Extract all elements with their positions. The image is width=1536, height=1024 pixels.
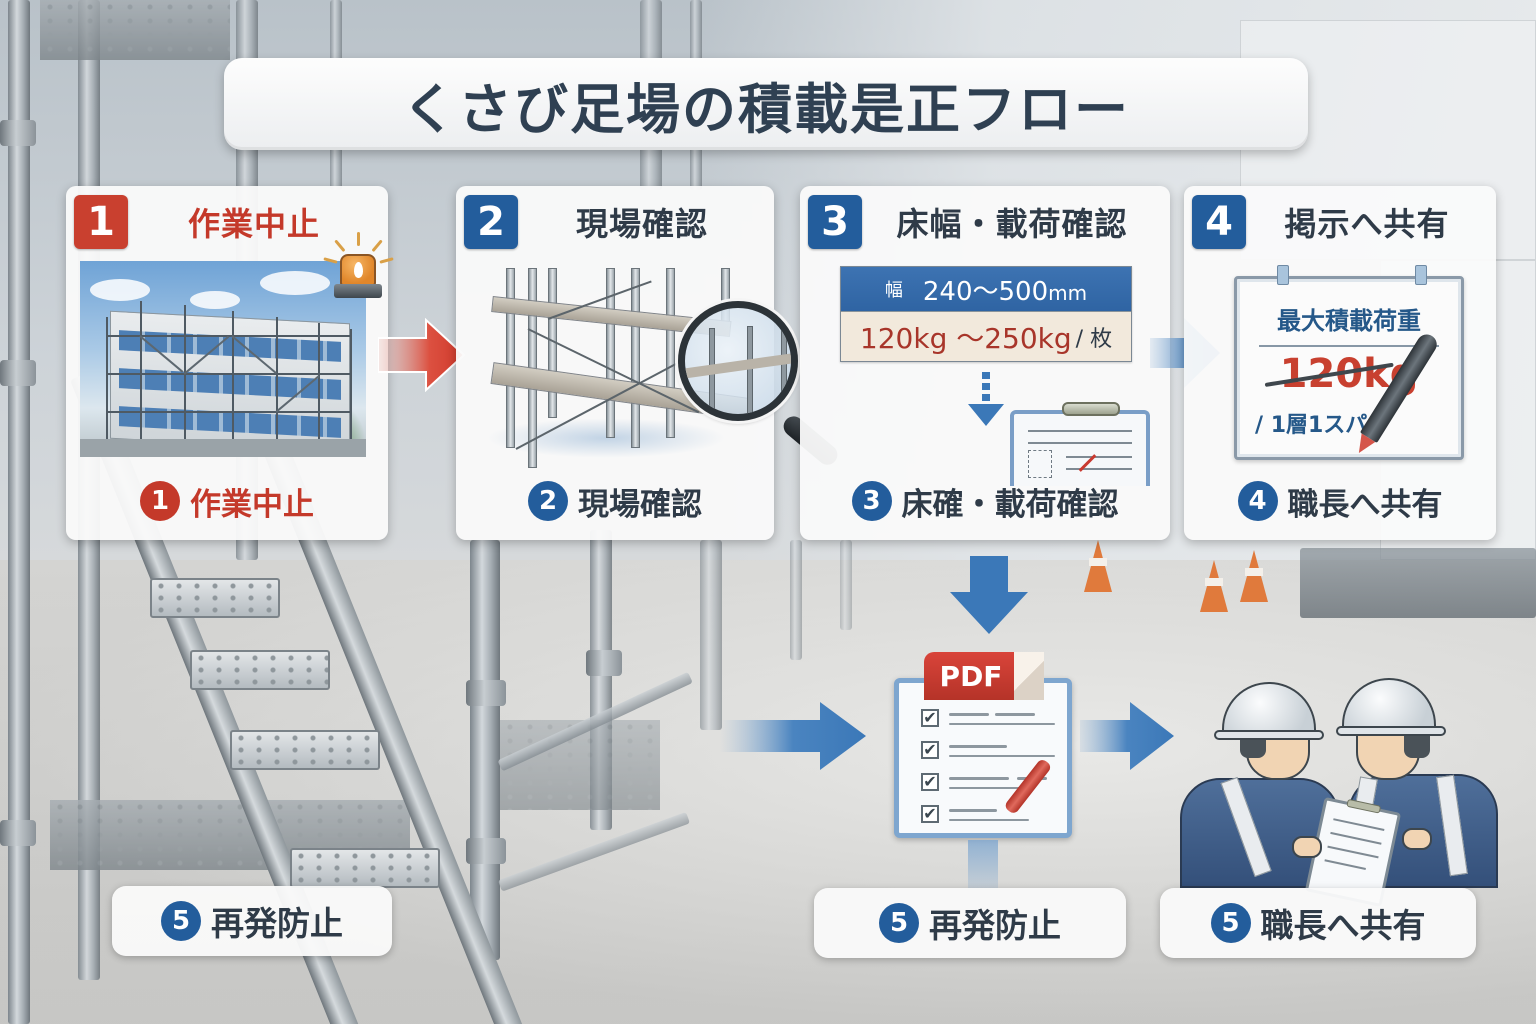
step-number-circle: 5: [161, 901, 201, 941]
title-banner: くさび足場の積載是正フロー: [224, 58, 1308, 150]
step-number-badge: 4: [1192, 195, 1246, 249]
width-value: 240〜500: [922, 276, 1049, 307]
stair-step: [150, 578, 280, 618]
bottom-label-text: 再発防止: [211, 904, 343, 943]
step-footer: 2 現場確認: [456, 476, 774, 526]
scaffold-coupler: [0, 120, 36, 146]
step-number-circle: 2: [528, 481, 568, 521]
step-number-badge: 2: [464, 195, 518, 249]
stair-step: [290, 848, 440, 888]
load-per-unit: / 枚: [1075, 326, 1113, 352]
scaffold-coupler: [466, 680, 506, 706]
scaffold-coupler: [586, 650, 622, 676]
width-unit: mm: [1048, 280, 1088, 305]
bottom-label-text: 再発防止: [929, 906, 1061, 945]
step-title: 作業中止: [187, 205, 320, 243]
step-footer-label: 作業中止: [190, 486, 314, 523]
scaffold-coupler: [0, 820, 36, 846]
page-title: くさび足場の積載是正フロー: [402, 77, 1130, 141]
scaffold-pole: [8, 0, 30, 1024]
arrow-right-icon: [1080, 702, 1174, 770]
checkbox-checked-icon: ✔: [921, 805, 939, 823]
step-footer: 3 床確・載荷確認: [800, 476, 1170, 526]
step-title: 現場確認: [575, 205, 708, 243]
bottom-label-recurrence-prevention: 5 再発防止: [814, 888, 1126, 958]
bottom-label-recurrence-prevention: 5 再発防止: [112, 886, 392, 956]
step-number-badge: 3: [808, 195, 862, 249]
stair-step: [230, 730, 380, 770]
step-header: 2 現場確認: [464, 194, 766, 250]
step-card-1: 1 作業中止 1: [66, 186, 394, 540]
step-footer-label: 職長へ共有: [1287, 486, 1443, 523]
traffic-cone: [1200, 560, 1228, 612]
connector-line: [968, 840, 998, 890]
checkbox-checked-icon: ✔: [921, 709, 939, 727]
step-number-circle: 3: [851, 481, 892, 521]
scaffold-deck-illustration: [466, 258, 776, 468]
step-number-circle: 5: [1210, 903, 1251, 943]
load-row: 120kg 〜250kg / 枚: [841, 311, 1131, 361]
scaffold-pole: [790, 540, 802, 660]
scaffold-pole: [470, 540, 500, 960]
bottom-label-share-with-foreman: 5 職長へ共有: [1160, 888, 1476, 958]
width-row: 幅 240〜500mm: [841, 267, 1131, 311]
worker-hand: [1402, 828, 1432, 850]
scaffold-deck: [40, 0, 230, 60]
step-title: 掲示へ共有: [1284, 205, 1450, 243]
step-card-3: 3 床幅・載荷確認 幅 240〜500mm 120kg 〜250kg / 枚 3…: [800, 186, 1170, 540]
pdf-checklist-document: ✔ ✔ ✔ ✔: [894, 678, 1072, 838]
arrow-right-icon: [720, 702, 866, 770]
step-footer: 4 職長へ共有: [1184, 476, 1496, 526]
step-header: 4 掲示へ共有: [1192, 194, 1488, 250]
step-title: 床幅・載荷確認: [896, 205, 1128, 243]
checkbox-checked-icon: ✔: [921, 741, 939, 759]
checkbox-checked-icon: ✔: [921, 773, 939, 791]
step-header: 1 作業中止: [74, 194, 380, 250]
scaffold-coupler: [466, 838, 506, 864]
step-footer-label: 現場確認: [578, 486, 702, 523]
stair-step: [190, 650, 330, 690]
width-label: 幅: [884, 280, 903, 301]
board-heading: 最大積載荷重: [1277, 307, 1421, 335]
load-value: 120kg 〜250kg: [859, 321, 1072, 355]
bottom-label-text: 職長へ共有: [1260, 906, 1426, 945]
material-pallet: [1300, 548, 1536, 618]
step-footer-label: 床確・載荷確認: [901, 486, 1119, 523]
scaffold-pole: [840, 540, 852, 630]
step-number-circle: 1: [140, 481, 180, 521]
warning-beacon-icon: [323, 232, 394, 304]
scaffold-coupler: [0, 360, 36, 386]
step-card-4: 4 掲示へ共有 最大積載荷重 120kg / 1層1スパン 4 職長へ共有: [1184, 186, 1496, 540]
notice-board: 最大積載荷重 120kg / 1層1スパン: [1234, 265, 1464, 460]
scaffold-pole: [700, 540, 722, 730]
worker-hand: [1292, 836, 1322, 858]
clipboard-icon: [1010, 402, 1150, 486]
step-footer: 1 作業中止: [66, 476, 388, 526]
arrow-down-icon: [950, 556, 1028, 634]
magnifier-icon: [678, 301, 798, 421]
pdf-page-fold: [1014, 652, 1044, 700]
step-header: 3 床幅・載荷確認: [808, 194, 1162, 250]
step-number-badge: 1: [74, 195, 128, 249]
traffic-cone: [1084, 540, 1112, 592]
traffic-cone: [1240, 550, 1268, 602]
workers-discussion-illustration: [1180, 668, 1500, 908]
step-card-2: 2 現場確認 2 現場確認: [456, 186, 842, 540]
arrow-right-icon: [378, 318, 466, 392]
dashed-arrow-down-icon: [968, 372, 1004, 426]
step-number-circle: 4: [1237, 481, 1278, 521]
spec-table: 幅 240〜500mm 120kg 〜250kg / 枚: [840, 266, 1132, 362]
scaffolded-building-illustration: [80, 261, 366, 457]
step-number-circle: 5: [879, 903, 919, 943]
